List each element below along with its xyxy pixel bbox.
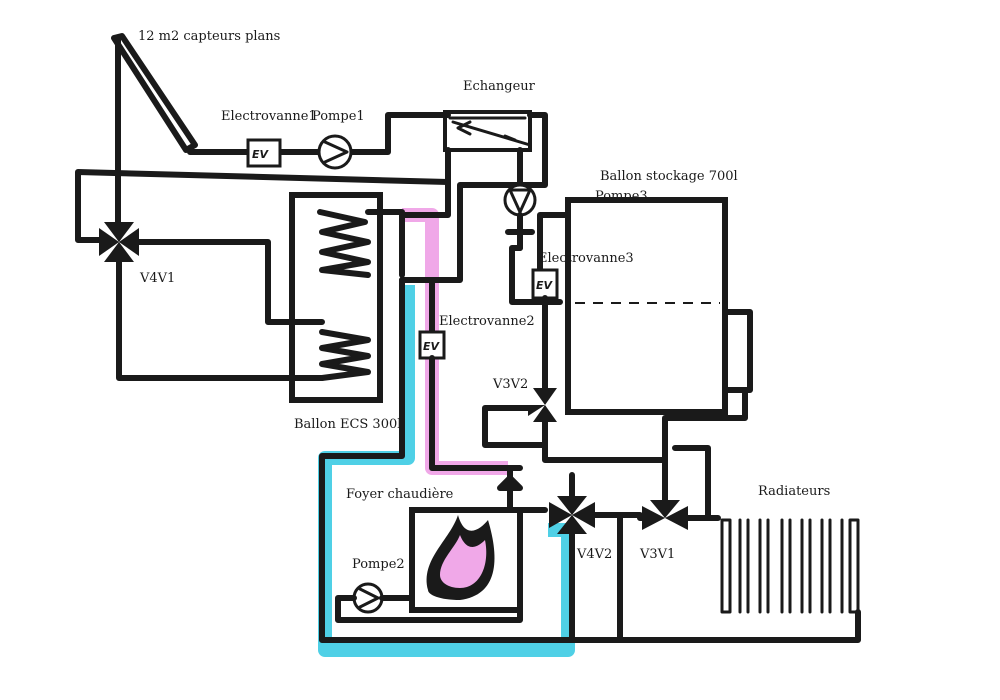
v3v2-label: V3V2: [492, 377, 528, 392]
pompe2: [335, 582, 523, 623]
electrovanne2: EV: [418, 277, 523, 471]
pompe1-label: Pompe1: [312, 109, 365, 124]
v3v1-label: V3V1: [639, 547, 675, 562]
v4v2-label: V4V2: [576, 547, 612, 562]
v4v2-valve: [549, 472, 643, 643]
collector-supply-pipe: [187, 112, 451, 155]
collector-return-pipe: [75, 169, 451, 243]
echangeur-label: Echangeur: [463, 79, 536, 94]
pompe2-label: Pompe2: [352, 557, 405, 572]
ballon-ecs: [289, 192, 405, 403]
v3v1-valve: [637, 387, 748, 530]
pink-highlight-loop: [402, 208, 508, 475]
electrovanne3-label: Electrovanne3: [538, 251, 634, 266]
radiateurs-label: Radiateurs: [758, 484, 830, 499]
v4v1-label: V4V1: [139, 271, 175, 286]
radiateurs: [569, 512, 861, 643]
electrovanne2-label: Electrovanne2: [439, 314, 535, 329]
electrovanne2-ev-mark: EV: [423, 340, 441, 353]
electrovanne1-ev-mark: EV: [252, 148, 270, 161]
pompe1: [317, 134, 353, 170]
electrovanne3: EV: [531, 268, 559, 391]
solar-collector: [111, 33, 198, 225]
electrovanne1-label: Electrovanne1: [221, 109, 317, 124]
ballon-stockage: [537, 197, 753, 415]
ballon-ecs-label: Ballon ECS 300l: [294, 417, 401, 432]
foyer-label: Foyer chaudière: [346, 487, 454, 502]
pompe3-label: Pompe3: [595, 189, 648, 204]
boiler-return-pipe: [319, 277, 575, 643]
v4v1-valve: [99, 222, 325, 381]
foyer-chaudiere: [409, 465, 548, 613]
electrovanne1: EV: [246, 138, 282, 168]
ballon-stockage-label: Ballon stockage 700l: [600, 169, 738, 184]
collectors-label: 12 m2 capteurs plans: [138, 29, 280, 44]
pompe3: [503, 147, 563, 305]
electrovanne3-ev-mark: EV: [536, 279, 554, 292]
echangeur: [399, 110, 548, 283]
v3v2-valve: [482, 388, 668, 463]
